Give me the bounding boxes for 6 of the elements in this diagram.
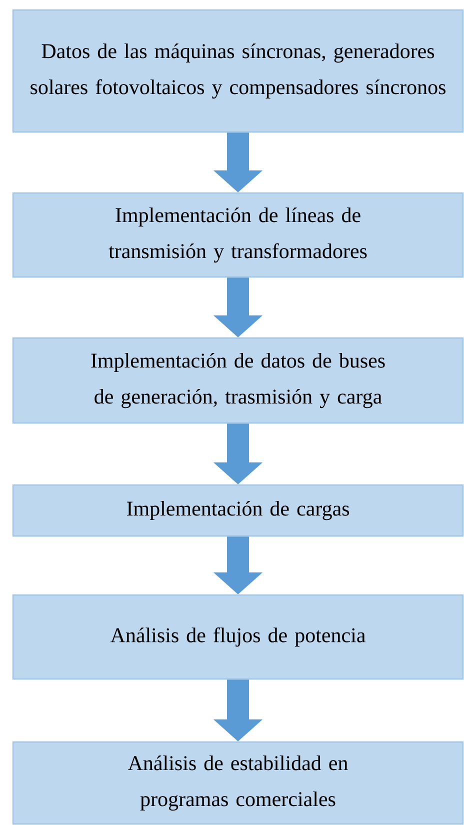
process-box: Implementación de datos de buses de generación, trasmisión y carga xyxy=(12,337,464,424)
process-box: Análisis de estabilidad en programas comerciales xyxy=(12,741,464,825)
process-box: Datos de las máquinas síncronas, generadores solares fotovoltaicos y compensadores síncronos xyxy=(12,9,464,133)
process-box: Implementación de cargas xyxy=(12,484,464,537)
process-box: Implementación de líneas de transmisión y transformadores xyxy=(12,192,464,278)
process-box: Análisis de flujos de potencia xyxy=(12,594,464,680)
